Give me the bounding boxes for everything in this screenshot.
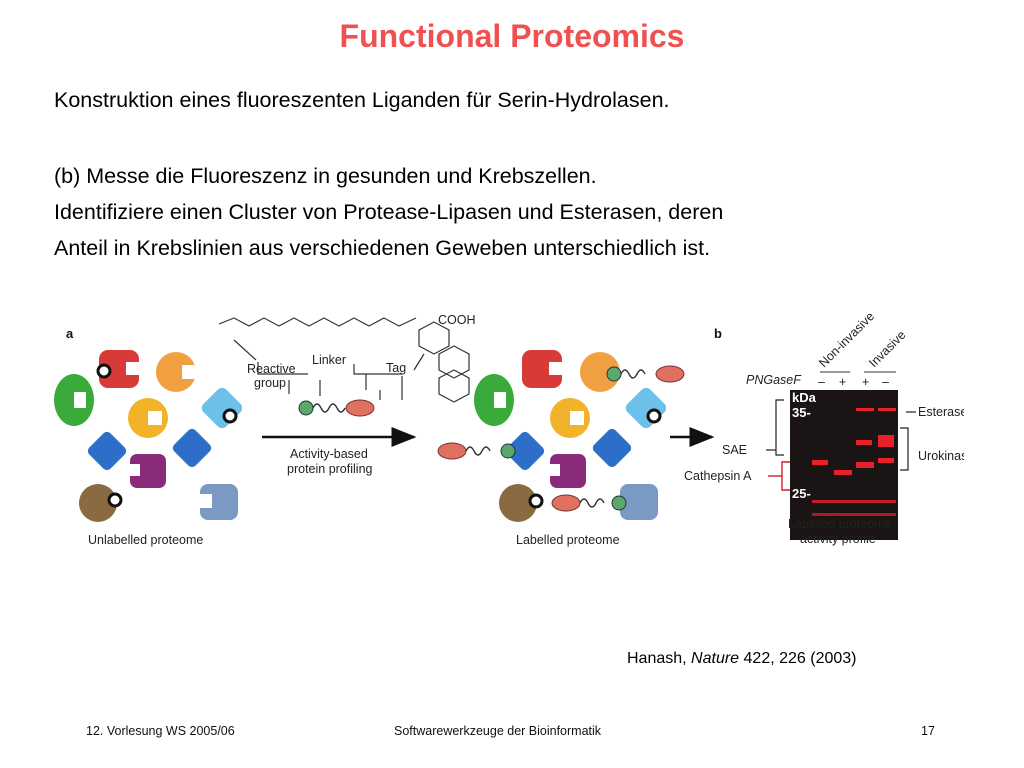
pngasef-label: PNGaseF (746, 373, 802, 387)
footer-page-number: 17 (921, 724, 935, 738)
probe-molecule (298, 399, 375, 417)
probe-structure (218, 317, 470, 403)
cathepsin-markers (768, 461, 790, 491)
text-line-3: Identifiziere einen Cluster von Protease… (54, 200, 724, 224)
lane-sign-3: + (862, 375, 869, 389)
protein-steelblue (198, 484, 238, 520)
arrow-label-1: Activity-based (290, 447, 368, 461)
tag-label: Tag (386, 361, 406, 375)
urokinase-label: Urokinase (918, 449, 964, 463)
sae-label: SAE (722, 443, 747, 457)
protein-lightblue (201, 387, 243, 429)
protein-blue-2 (172, 428, 212, 468)
panel-b-label: b (714, 326, 722, 341)
invasive-header: Invasive (866, 328, 908, 370)
active-site-markers (96, 363, 238, 508)
cooh-label: COOH (438, 313, 476, 327)
unlabelled-proteins (54, 350, 243, 522)
citation-journal: Nature (691, 650, 740, 667)
mw-25-label: 25- (792, 486, 811, 501)
protein-orange (156, 352, 196, 392)
text-line-1: Konstruktion eines fluoreszenten Ligande… (54, 88, 670, 112)
gel-caption-2: activity profile (800, 532, 876, 546)
labelled-proteins (437, 350, 685, 522)
citation-author: Hanash, (627, 650, 692, 667)
cathepsin-label: Cathepsin A (684, 469, 752, 483)
footer-course: Softwarewerkzeuge der Bioinformatik (394, 724, 602, 738)
gel-bands (812, 408, 896, 516)
gel-annotation-lines (766, 399, 916, 471)
panel-a-label: a (66, 326, 74, 341)
text-line-4: Anteil in Krebslinien aus verschiedenen … (54, 236, 711, 260)
text-line-2: (b) Messe die Fluoreszenz in gesunden un… (54, 164, 597, 188)
protein-yellow (128, 398, 168, 438)
reactive-label-2: group (254, 376, 286, 390)
kda-label: kDa (792, 390, 817, 405)
lane-sign-1: – (818, 375, 825, 389)
probe-brackets (257, 362, 403, 400)
citation: Hanash, Nature 422, 226 (2003) (627, 650, 857, 668)
protein-blue-1 (87, 431, 127, 471)
mw-35-label: 35- (792, 405, 811, 420)
lane-sign-2: + (839, 375, 846, 389)
protein-purple (128, 454, 166, 488)
unlabelled-proteome-label: Unlabelled proteome (88, 533, 203, 547)
lane-sign-4: – (882, 375, 889, 389)
citation-details: 422, 226 (2003) (739, 650, 857, 667)
reactive-label-1: Reactive (247, 362, 296, 376)
gel-caption-1: Labelled proteome (788, 517, 892, 531)
protein-red (99, 350, 139, 388)
gel-image: Non-invasive Invasive PNGaseF – + + – kD… (684, 309, 980, 546)
linker-label: Linker (312, 353, 346, 367)
protein-green (54, 374, 94, 426)
labelled-proteome-label: Labelled proteome (516, 533, 620, 547)
esterase-label: Esterase D (918, 405, 964, 419)
arrow-label-2: protein profiling (287, 462, 373, 476)
footer-lecture: 12. Vorlesung WS 2005/06 (86, 724, 235, 738)
abpp-figure: a b Unlabelled proteome COOH (44, 300, 980, 560)
protein-brown (79, 484, 117, 522)
slide-title: Functional Proteomics (339, 18, 685, 54)
